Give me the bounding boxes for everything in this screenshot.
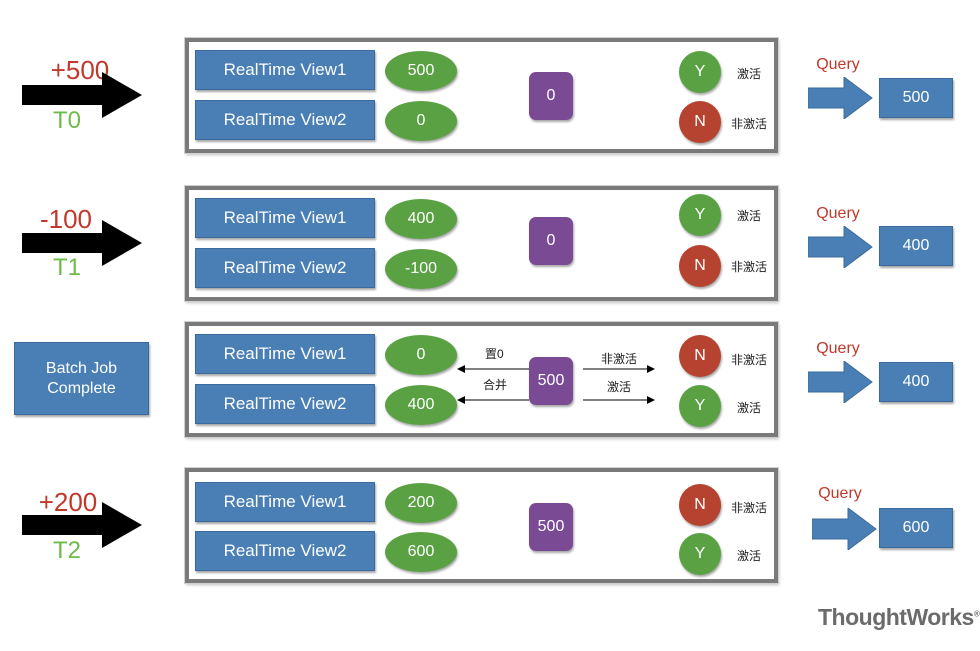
state-circle-1: N	[679, 335, 721, 377]
realtime-view-1: RealTime View1	[195, 334, 375, 374]
batch-view-value: 500	[529, 357, 573, 405]
state-circle-1: Y	[679, 51, 721, 93]
view-2-value: 400	[385, 385, 457, 425]
batch-job-complete-box: Batch Job Complete	[14, 342, 149, 415]
query-arrow-icon	[808, 77, 873, 119]
state-text-2: 激活	[737, 401, 762, 415]
realtime-view-2: RealTime View2	[195, 100, 375, 140]
batch-view-value: 0	[529, 217, 573, 265]
batch-job-label: Batch Job Complete	[45, 359, 118, 397]
state-panel: RealTime View1 RealTime View2 0 400 500 …	[185, 322, 778, 437]
time-label: T1	[52, 254, 81, 281]
query-label: Query	[816, 340, 860, 357]
view-2-value: 0	[385, 101, 457, 141]
right-arrow-icon	[583, 365, 655, 373]
merge-label: 合并	[483, 378, 508, 392]
realtime-view-2: RealTime View2	[195, 531, 375, 571]
state-text-1: 非激活	[731, 501, 768, 515]
big-right-arrow-icon	[22, 502, 142, 548]
realtime-view-2: RealTime View2	[195, 248, 375, 288]
state-text-2: 激活	[737, 549, 762, 563]
reset-zero-label: 置0	[485, 347, 504, 361]
event-label: +200	[38, 487, 98, 517]
view-1-value: 400	[385, 199, 457, 239]
query-label: Query	[818, 485, 862, 502]
state-panel: RealTime View1 RealTime View2 400 -100 0…	[185, 186, 778, 301]
batch-view-value: 500	[529, 503, 573, 551]
state-circle-1: N	[679, 484, 721, 526]
event-label: -100	[39, 204, 93, 234]
state-text-1: 激活	[737, 67, 762, 81]
deactivate-label: 非激活	[601, 352, 638, 366]
right-arrow-icon	[583, 396, 655, 404]
realtime-view-2: RealTime View2	[195, 384, 375, 424]
realtime-view-1: RealTime View1	[195, 482, 375, 522]
query-arrow-icon	[808, 226, 873, 268]
time-label: T0	[52, 107, 81, 134]
state-circle-2: N	[679, 101, 721, 143]
query-arrow-icon	[812, 508, 877, 550]
view-1-value: 500	[385, 51, 457, 91]
time-label: T2	[52, 537, 81, 564]
left-arrow-icon	[457, 396, 529, 404]
query-result: 600	[879, 508, 953, 548]
state-circle-2: N	[679, 245, 721, 287]
state-circle-1: Y	[679, 194, 721, 236]
logo-text: ThoughtWorks	[818, 604, 974, 630]
activate-label: 激活	[607, 380, 632, 394]
state-text-1: 激活	[737, 209, 762, 223]
event-label: +500	[50, 55, 110, 85]
query-result: 400	[879, 226, 953, 266]
view-1-value: 200	[385, 483, 457, 523]
batch-view-value: 0	[529, 72, 573, 120]
big-right-arrow-icon	[22, 220, 142, 266]
query-arrow-icon	[808, 361, 873, 403]
view-1-value: 0	[385, 335, 457, 375]
query-label: Query	[816, 56, 860, 73]
big-right-arrow-icon	[22, 72, 142, 118]
query-label: Query	[816, 205, 860, 222]
view-2-value: -100	[385, 249, 457, 289]
state-text-2: 非激活	[731, 117, 768, 131]
view-2-value: 600	[385, 532, 457, 572]
state-panel: RealTime View1 RealTime View2 500 0 0 Y …	[185, 38, 778, 153]
query-result: 400	[879, 362, 953, 402]
thoughtworks-logo: ThoughtWorks®	[818, 604, 980, 630]
state-text-2: 非激活	[731, 260, 768, 274]
realtime-view-1: RealTime View1	[195, 198, 375, 238]
query-result: 500	[879, 78, 953, 118]
state-panel: RealTime View1 RealTime View2 200 600 50…	[185, 468, 778, 583]
state-text-1: 非激活	[731, 353, 768, 367]
left-arrow-icon	[457, 365, 529, 373]
realtime-view-1: RealTime View1	[195, 50, 375, 90]
state-circle-2: Y	[679, 533, 721, 575]
state-circle-2: Y	[679, 385, 721, 427]
